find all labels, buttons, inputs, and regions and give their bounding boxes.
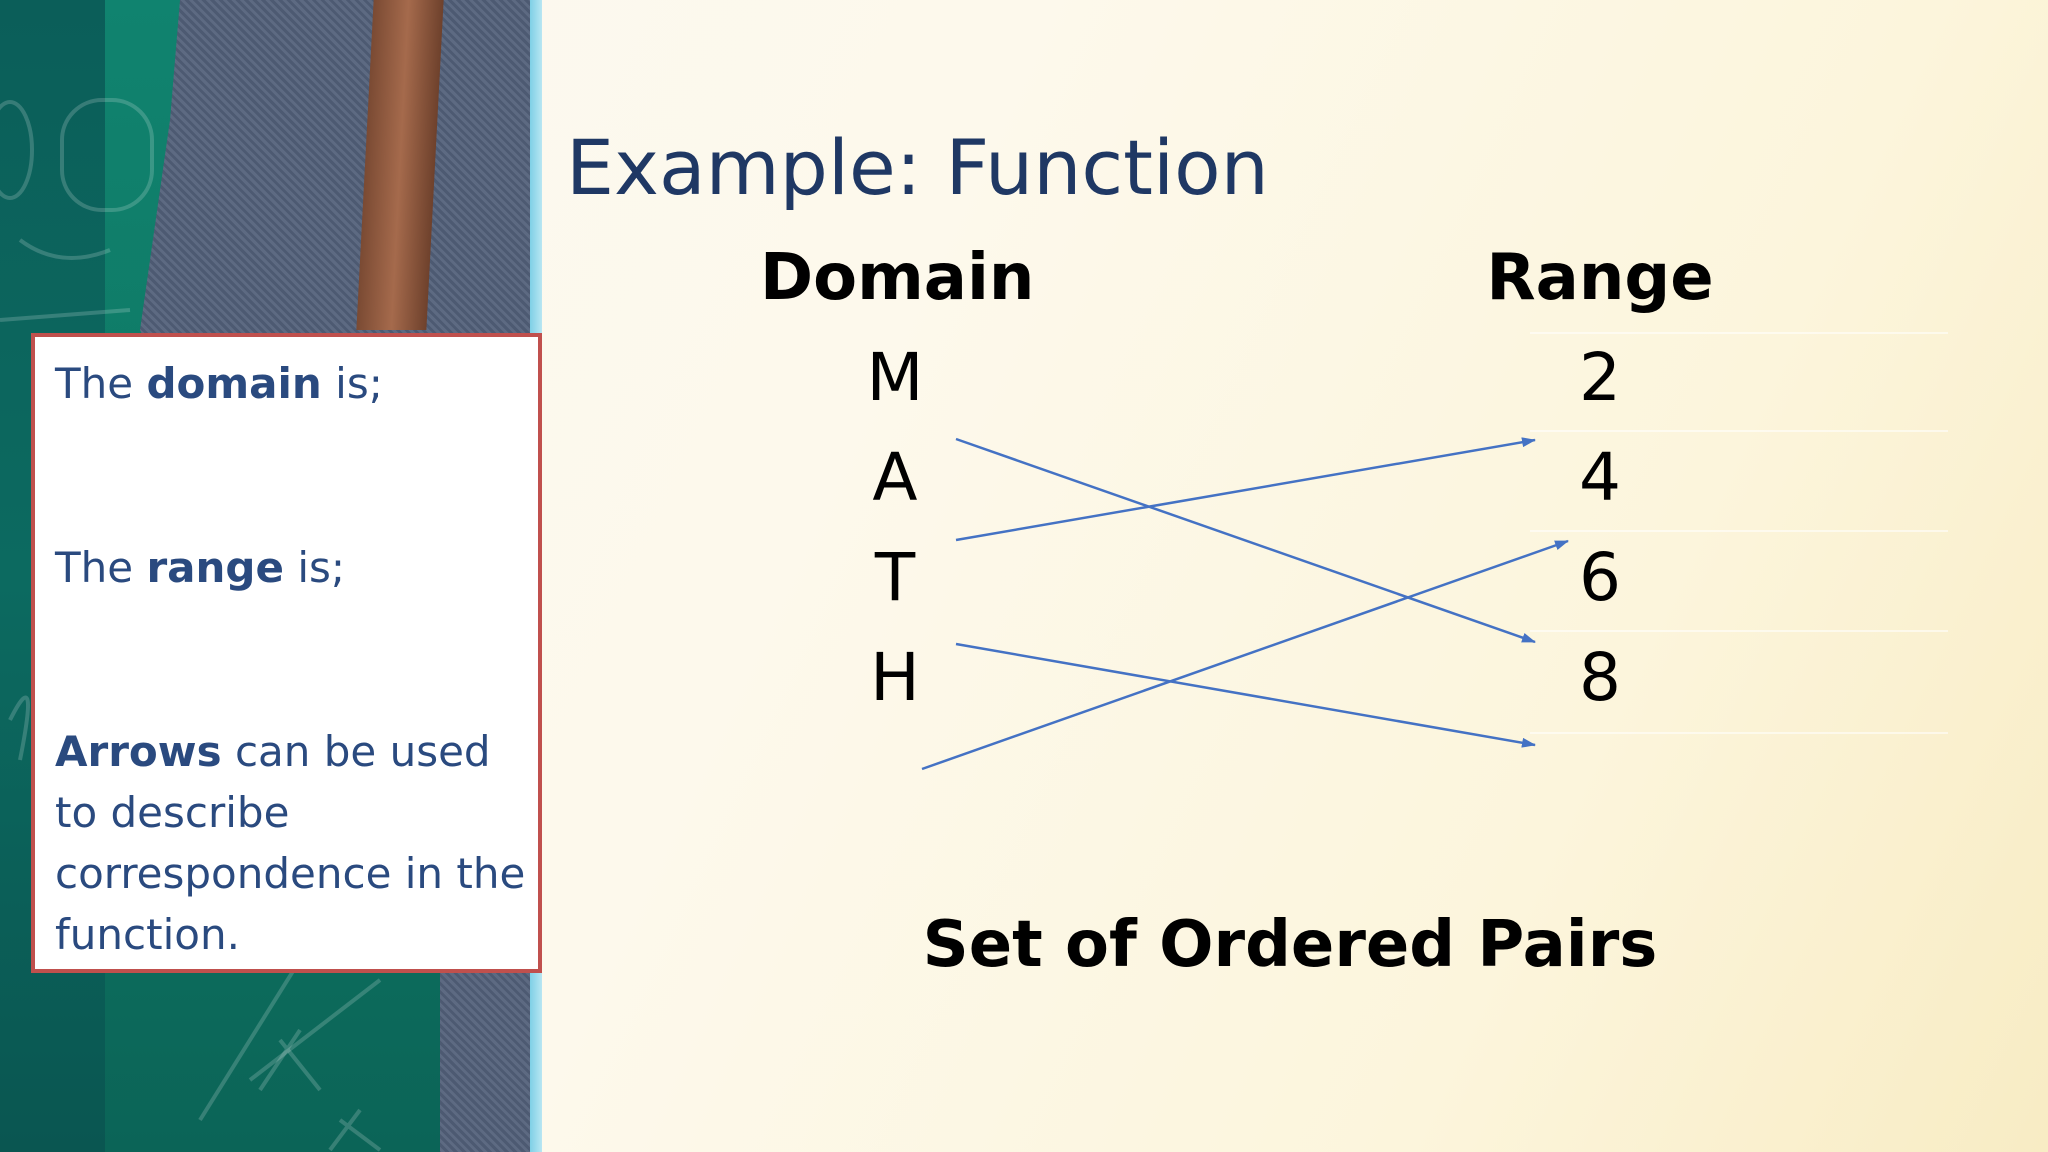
domain-heading: Domain (760, 241, 1035, 315)
domain-note-bold: domain (146, 359, 322, 408)
table-gridline (1530, 732, 1948, 734)
arrow-a-to-8 (955, 437, 1536, 644)
range-value: 2 (1579, 339, 1621, 416)
table-gridline (1530, 332, 1948, 334)
table-gridline (1530, 630, 1948, 632)
range-note-prefix: The (55, 543, 147, 592)
domain-note: The domain is; (55, 353, 383, 414)
arrow-h-to-below (955, 642, 1536, 748)
domain-note-prefix: The (55, 359, 147, 408)
range-value: 8 (1579, 639, 1621, 716)
domain-value: A (872, 439, 918, 516)
table-gridline (1530, 430, 1948, 432)
range-value: 4 (1579, 439, 1621, 516)
domain-note-suffix: is; (321, 359, 383, 408)
domain-value: H (870, 639, 920, 716)
slide-title: Example: Function (566, 123, 1269, 212)
range-note-suffix: is; (283, 543, 346, 592)
range-note: The range is; (55, 537, 345, 598)
range-value: 6 (1579, 539, 1621, 616)
domain-value: T (874, 539, 916, 616)
range-heading: Range (1486, 241, 1714, 315)
ordered-pairs-label: Set of Ordered Pairs (922, 908, 1658, 982)
arrows-note-text: can be used to describe correspondence i… (55, 727, 526, 959)
arrow-t-to-2 (955, 437, 1536, 542)
range-note-bold: range (146, 543, 284, 592)
arrows-note-bold: Arrows (55, 727, 222, 776)
info-box: The domain is; The range is; Arrows can … (31, 333, 542, 973)
chalkboard-scribbles (0, 98, 382, 1152)
domain-value: M (866, 339, 924, 416)
arrows-note: Arrows can be used to describe correspon… (55, 721, 535, 965)
table-gridline (1530, 530, 1948, 532)
